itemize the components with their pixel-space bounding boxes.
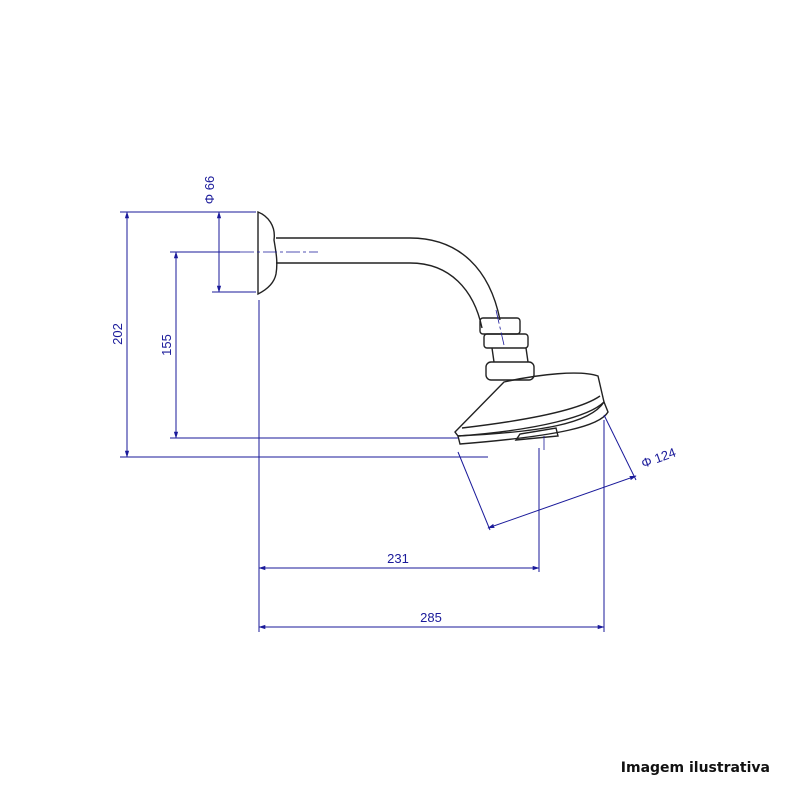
label-arm-height: 155 xyxy=(159,334,174,356)
label-total-projection: 285 xyxy=(420,610,442,625)
connector-nut-2 xyxy=(483,333,529,349)
dimension-lines xyxy=(124,211,637,630)
centerlines xyxy=(240,251,545,452)
caption: Imagem ilustrativa xyxy=(620,760,770,776)
label-flange-diameter: Φ 66 xyxy=(202,176,217,204)
label-center-projection: 231 xyxy=(387,551,409,566)
connector-nut-1 xyxy=(479,317,521,335)
shower-head-band xyxy=(457,400,609,445)
shower-arm-top xyxy=(276,237,501,321)
shower-arm-bottom xyxy=(276,262,483,329)
label-total-height: 202 xyxy=(110,323,125,345)
shower-head-ridge xyxy=(461,395,601,429)
connector-neck xyxy=(491,347,529,363)
shower-outline xyxy=(257,210,609,445)
wall-flange xyxy=(257,210,278,296)
dim-line-124 xyxy=(487,475,637,529)
label-head-diameter: Φ 124 xyxy=(639,445,678,471)
